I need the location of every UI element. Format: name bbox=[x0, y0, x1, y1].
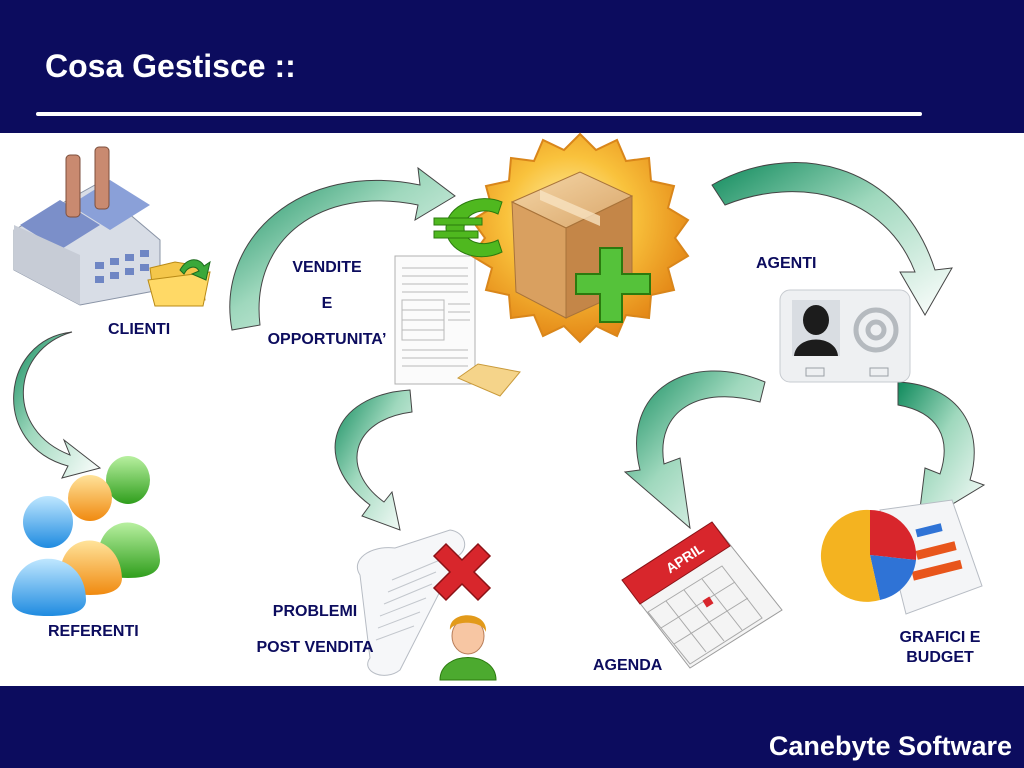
label-problemi: PROBLEMI POST VENDITA bbox=[240, 602, 390, 658]
contact-card-icon bbox=[779, 289, 911, 383]
arrow-clienti-referenti bbox=[13, 331, 102, 479]
arrow-clienti-vendite bbox=[229, 166, 456, 331]
label-agenti: AGENTI bbox=[756, 255, 817, 272]
arrow-agenti-agenda bbox=[623, 370, 766, 530]
at-sign-icon bbox=[853, 307, 899, 353]
arrow-center-agenti bbox=[711, 162, 953, 316]
label-vendite: VENDITE E OPPORTUNITA’ bbox=[252, 258, 402, 350]
label-grafici-line1: GRAFICI E bbox=[899, 629, 981, 646]
label-referenti: REFERENTI bbox=[48, 623, 139, 640]
operator-icon bbox=[439, 615, 497, 681]
plus-icon bbox=[575, 247, 651, 323]
brand-name: Canebyte Software bbox=[768, 731, 1012, 761]
label-clienti: CLIENTI bbox=[108, 321, 171, 338]
label-problemi-line1: PROBLEMI bbox=[272, 603, 358, 620]
users-icon bbox=[11, 456, 160, 616]
euro-icon bbox=[433, 198, 503, 258]
footer-bar: Canebyte Software bbox=[0, 686, 1024, 768]
document-icon bbox=[394, 255, 521, 397]
factory-icon bbox=[13, 146, 161, 306]
folder-icon bbox=[147, 259, 211, 307]
arrow-center-problemi bbox=[334, 389, 413, 531]
label-problemi-line2: POST VENDITA bbox=[256, 639, 374, 656]
scroll-icon bbox=[357, 529, 466, 676]
label-vendite-line3: OPPORTUNITA’ bbox=[267, 331, 387, 348]
x-mark-icon bbox=[432, 542, 492, 602]
title-underline bbox=[36, 112, 922, 116]
label-grafici-line2: BUDGET bbox=[906, 649, 974, 666]
label-grafici: GRAFICI E BUDGET bbox=[880, 628, 1000, 668]
header-bar: Cosa Gestisce :: bbox=[0, 0, 1024, 133]
label-agenda: AGENDA bbox=[593, 657, 663, 674]
slide-title: Cosa Gestisce :: bbox=[45, 48, 296, 84]
label-vendite-line1: VENDITE bbox=[292, 259, 362, 276]
pie-chart-icon bbox=[820, 499, 983, 615]
label-vendite-line2: E bbox=[321, 295, 333, 312]
calendar-icon bbox=[621, 521, 783, 669]
